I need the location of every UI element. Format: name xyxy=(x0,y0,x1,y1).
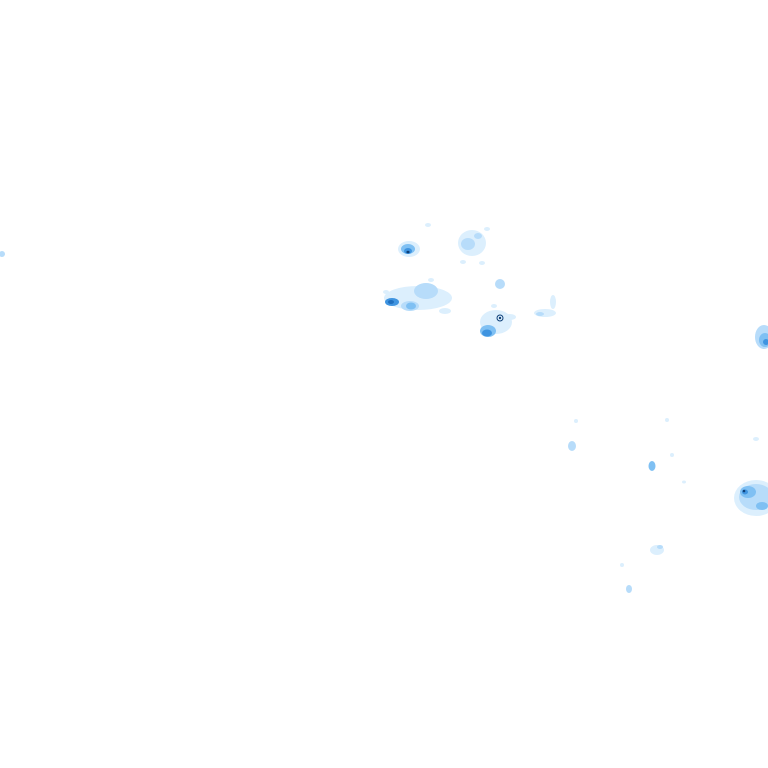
precip-cell-scatter-mid xyxy=(568,418,759,484)
precip-cell-north-b xyxy=(458,227,490,265)
precip-cell-left-edge xyxy=(0,251,5,257)
precip-cell-southeast xyxy=(734,480,768,516)
precip-cell-east-edge xyxy=(755,325,768,349)
precip-cell-east-arc xyxy=(534,295,556,317)
precip-cell-south xyxy=(620,545,664,593)
precip-cell-north-a xyxy=(398,223,431,257)
precip-cell-center-small xyxy=(491,279,505,308)
precip-cell-center-core xyxy=(480,310,516,337)
precip-cell-west-band xyxy=(383,278,452,314)
